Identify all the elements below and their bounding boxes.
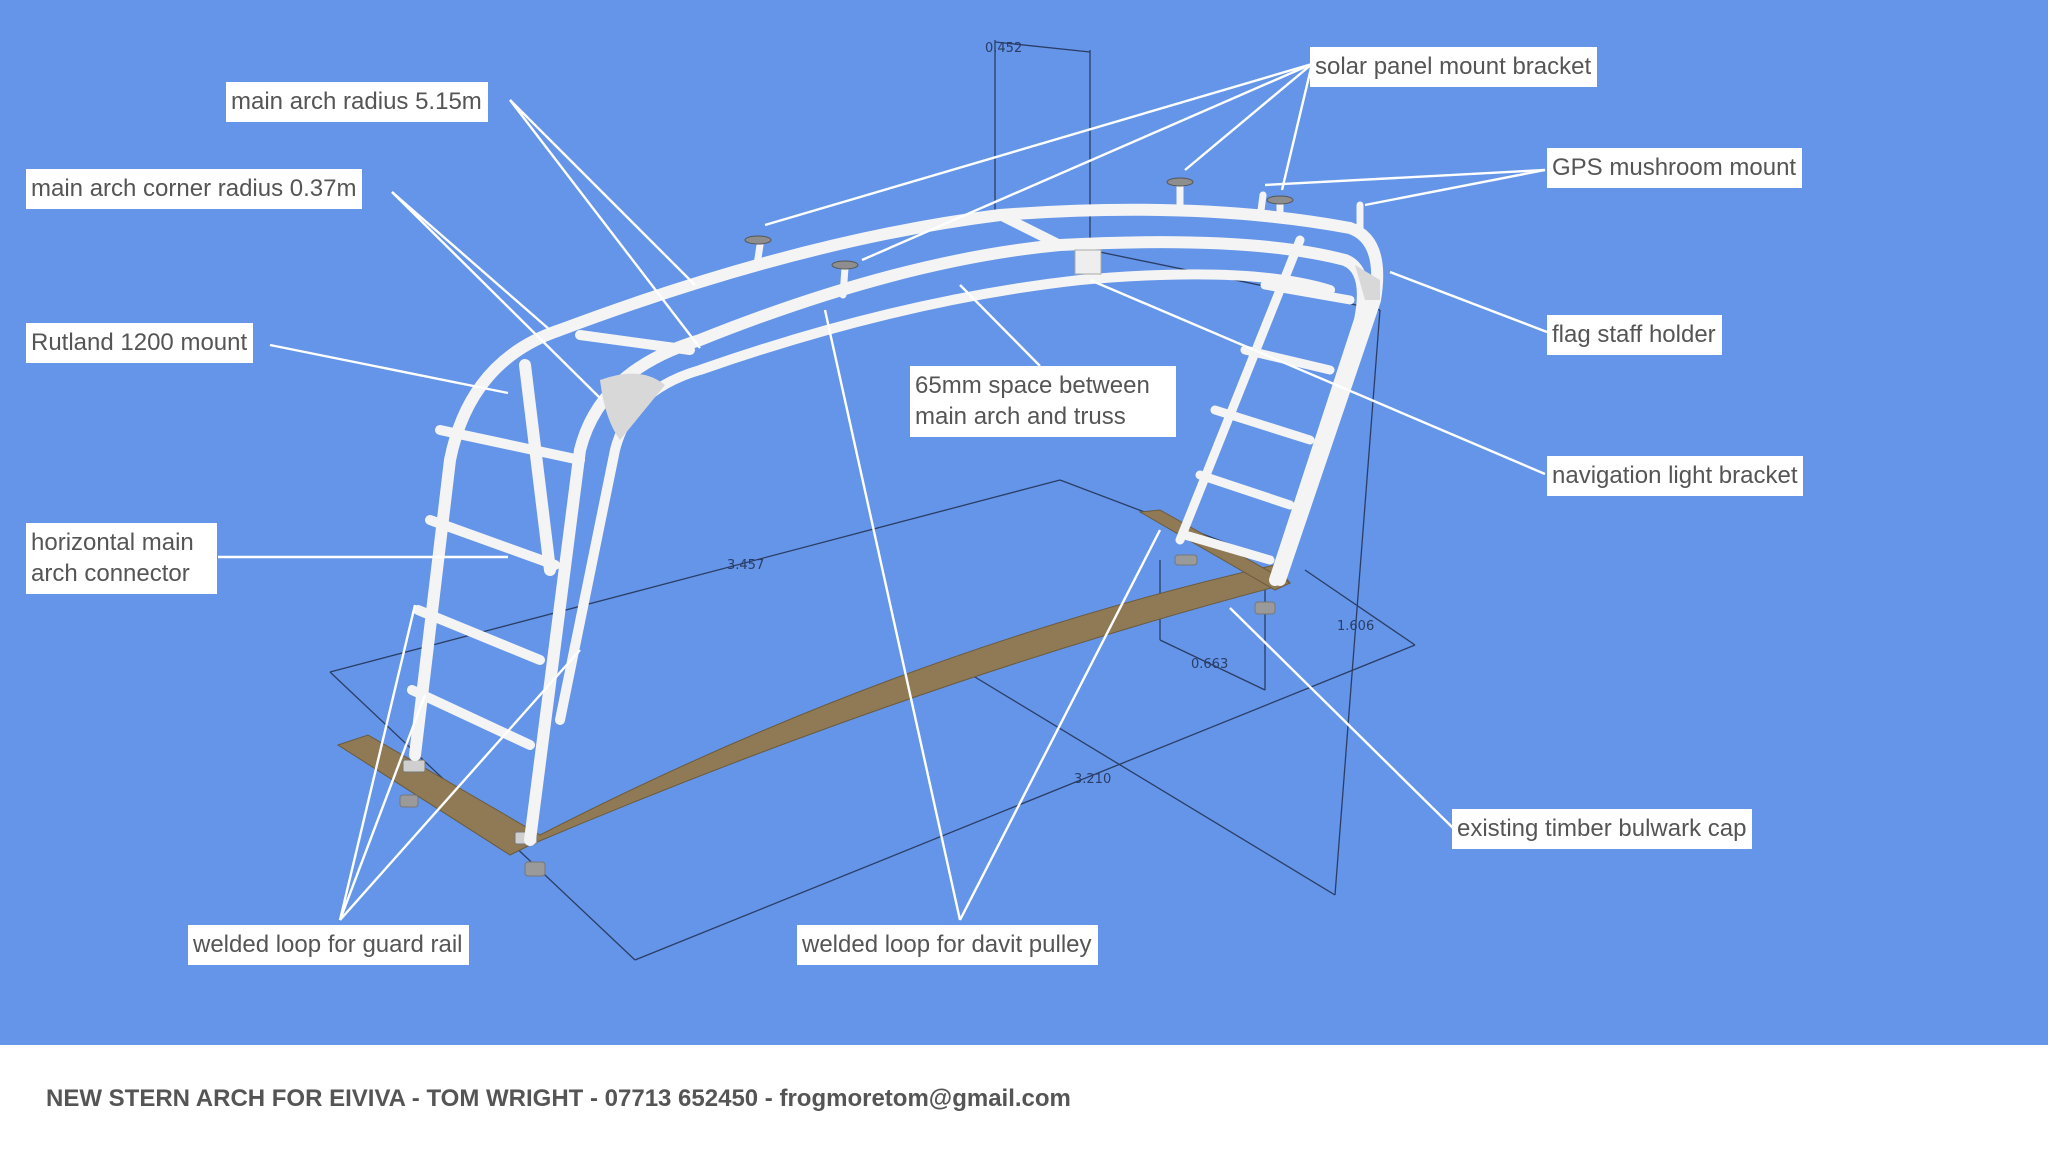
label-gps-mount: GPS mushroom mount [1547, 148, 1803, 188]
label-solar-bracket: solar panel mount bracket [1310, 47, 1598, 87]
label-main-arch-radius: main arch radius 5.15m [226, 82, 488, 122]
label-nav-light: navigation light bracket [1547, 456, 1804, 496]
nav-light-bracket [1074, 249, 1102, 275]
footer-credit: NEW STERN ARCH FOR EIVIVA - TOM WRIGHT -… [46, 1085, 1071, 1112]
timber-bulwark-cap [336, 564, 1291, 856]
label-space-truss: 65mm space between main arch and truss [910, 366, 1176, 437]
footer: NEW STERN ARCH FOR EIVIVA - TOM WRIGHT -… [0, 1045, 2048, 1152]
solar-brackets [744, 177, 1294, 270]
corner-radius-panel [600, 373, 665, 440]
dimension-top-offset: 0.452 [985, 41, 1023, 56]
label-horizontal-connector: horizontal main arch connector [26, 523, 217, 594]
dimension-height: 1.606 [1337, 619, 1375, 634]
dimension-span-top: 3.457 [727, 558, 765, 573]
label-guard-rail-loop: welded loop for guard rail [188, 925, 469, 965]
label-rutland-mount: Rutland 1200 mount [26, 323, 254, 363]
diagram-canvas: main arch radius 5.15m main arch corner … [0, 0, 2048, 1045]
label-flag-staff: flag staff holder [1547, 315, 1722, 355]
corner-panel-right [1355, 265, 1380, 300]
dimension-span-bottom: 3.210 [1074, 772, 1112, 787]
timber-bulwark-cap-right [1138, 509, 1292, 591]
stern-arch-drawing [218, 40, 1548, 961]
label-corner-radius: main arch corner radius 0.37m [26, 169, 363, 209]
callout-leaders [218, 62, 1548, 921]
label-davit-loop: welded loop for davit pulley [797, 925, 1098, 965]
dimension-foot-depth: 0.663 [1191, 657, 1229, 672]
label-timber-cap: existing timber bulwark cap [1452, 809, 1753, 849]
arch-tubes [407, 181, 1384, 846]
